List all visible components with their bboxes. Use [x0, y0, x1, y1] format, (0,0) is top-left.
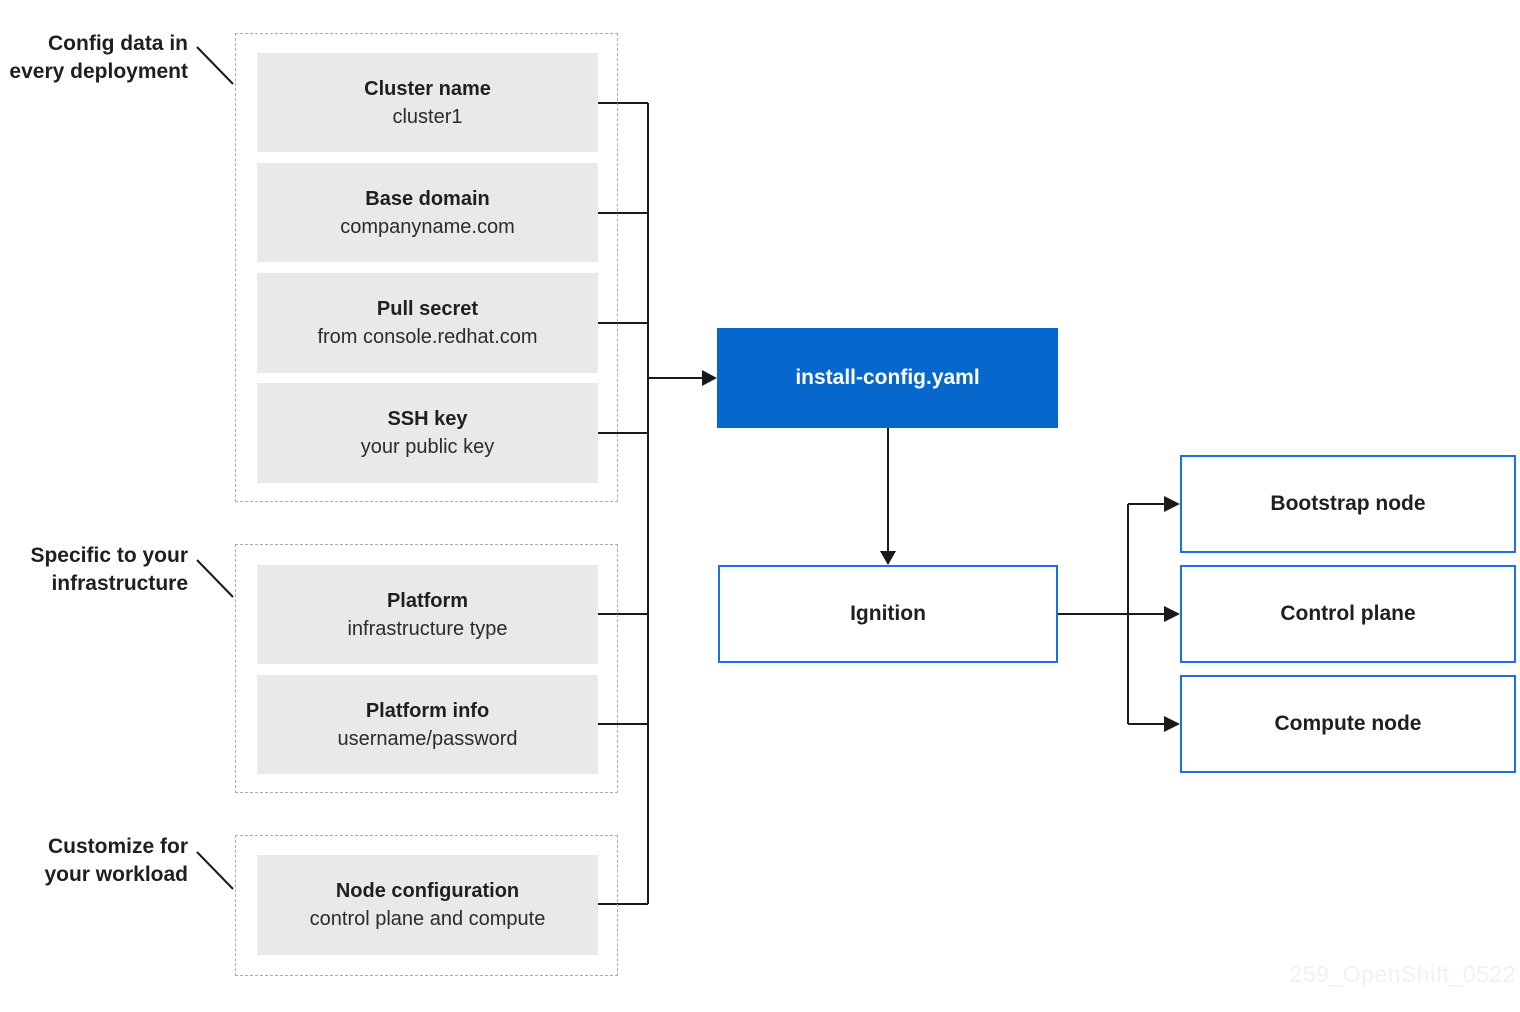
- group-workload: [235, 835, 618, 976]
- ignition-arrow: [880, 428, 896, 565]
- box-subtitle: control plane and compute: [309, 908, 546, 930]
- label-line: infrastructure: [51, 572, 188, 595]
- box-subtitle: username/password: [337, 727, 518, 750]
- box-ssh-key: SSH key your public key: [257, 383, 598, 483]
- install-config-arrow: [648, 370, 717, 386]
- box-node-configuration: Node configuration control plane and com…: [257, 855, 598, 955]
- box-subtitle: your public key: [360, 436, 495, 458]
- watermark-text: 259_OpenShift_0522: [1289, 961, 1516, 987]
- box-subtitle: companyname.com: [340, 215, 515, 238]
- label-line: Config data in: [48, 32, 188, 55]
- box-platform: Platform infrastructure type: [257, 565, 598, 664]
- node-ignition: Ignition: [718, 565, 1058, 663]
- box-base-domain: Base domain companyname.com: [257, 163, 598, 262]
- box-pull-secret: Pull secret from console.redhat.com: [257, 273, 598, 373]
- group-infrastructure: [235, 544, 618, 793]
- node-control-plane: Control plane: [1180, 565, 1516, 663]
- label-customize-workload: Customize for your workload: [0, 833, 188, 889]
- label-line: every deployment: [9, 60, 188, 83]
- box-title: Base domain: [365, 187, 490, 210]
- node-label: Compute node: [1274, 712, 1422, 735]
- node-label: Bootstrap node: [1270, 492, 1426, 515]
- output-branch-arrows: [1058, 496, 1180, 732]
- box-title: SSH key: [387, 408, 468, 430]
- box-title: Cluster name: [364, 77, 491, 100]
- group-config-data: [235, 33, 618, 502]
- node-label: install-config.yaml: [795, 366, 980, 389]
- label-line: your workload: [44, 863, 188, 886]
- box-title: Node configuration: [335, 880, 520, 902]
- label-config-data: Config data in every deployment: [0, 30, 188, 86]
- node-label: Control plane: [1280, 602, 1416, 625]
- label-line: Customize for: [47, 835, 188, 858]
- box-subtitle: infrastructure type: [347, 617, 508, 640]
- box-subtitle: cluster1: [392, 105, 463, 128]
- label-pointer-lines: [196, 46, 234, 890]
- box-title: Pull secret: [376, 298, 479, 320]
- box-title: Platform: [386, 589, 469, 612]
- box-platform-info: Platform info username/password: [257, 675, 598, 774]
- node-compute-node: Compute node: [1180, 675, 1516, 773]
- node-install-config-yaml: install-config.yaml: [717, 328, 1058, 428]
- label-line: Specific to your: [30, 544, 188, 567]
- box-title: Platform info: [365, 699, 490, 722]
- box-cluster-name: Cluster name cluster1: [257, 53, 598, 152]
- node-bootstrap-node: Bootstrap node: [1180, 455, 1516, 553]
- label-specific-infrastructure: Specific to your infrastructure: [0, 542, 188, 598]
- node-label: Ignition: [850, 602, 926, 625]
- box-subtitle: from console.redhat.com: [317, 326, 538, 348]
